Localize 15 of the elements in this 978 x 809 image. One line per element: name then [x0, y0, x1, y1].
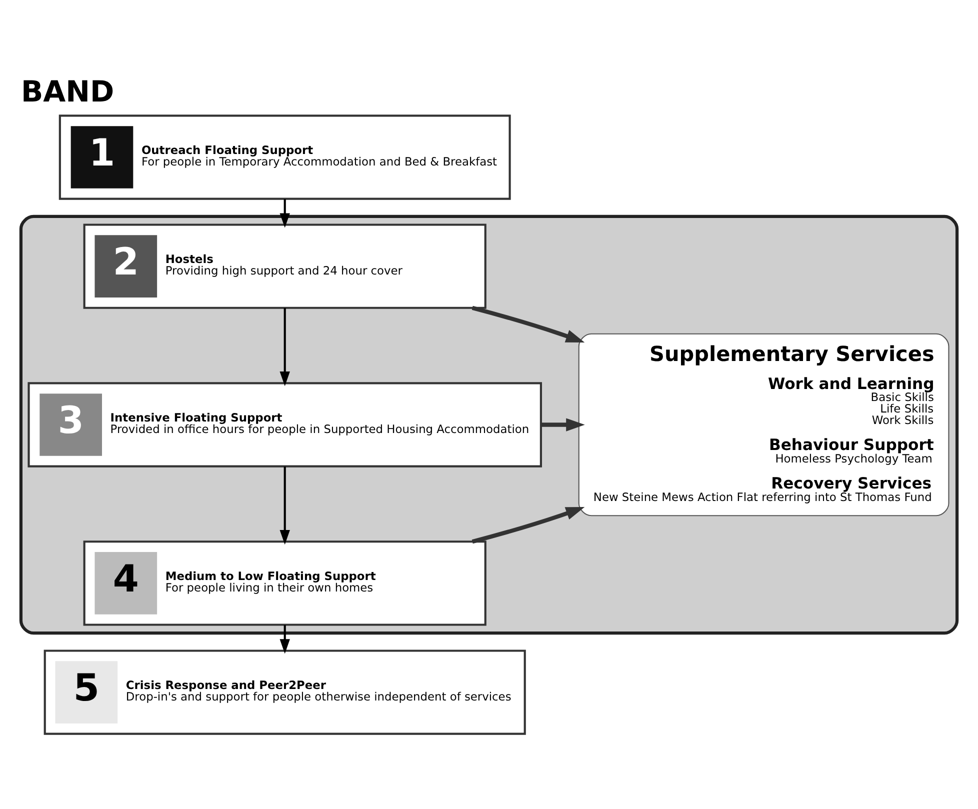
arrow — [472, 306, 585, 343]
diagram-title: BAND — [20, 74, 114, 109]
node-box: 5 Crisis Response and Peer2Peer Drop-in's and support for people otherwise independent of services — [44, 650, 526, 735]
node-box: 4 Medium to Low Floating Support For people living in their own homes — [83, 540, 486, 626]
arrow — [472, 507, 585, 544]
arrow — [280, 625, 290, 654]
arrow — [280, 199, 290, 228]
node-box: Supplementary Services Work and Learning Basic Skills Life Skills Work Skills Behaviour Support Homeless Psychology Team Recovery Services New Steine Mews Action Flat referring into St Thomas Fund — [578, 333, 950, 516]
arrow — [541, 418, 585, 432]
node-box: 3 Intensive Floating Support Provided in office hours for people in Supported Housing Accommodation — [28, 382, 542, 468]
node-box: 1 Outreach Floating Support For people in Temporary Accommodation and Bed & Breakfast — [58, 114, 511, 200]
arrow — [280, 308, 290, 386]
cluster — [19, 214, 959, 635]
arrow — [280, 466, 290, 545]
node-box: 2 Hostels Providing high support and 24 hour cover — [83, 224, 486, 309]
